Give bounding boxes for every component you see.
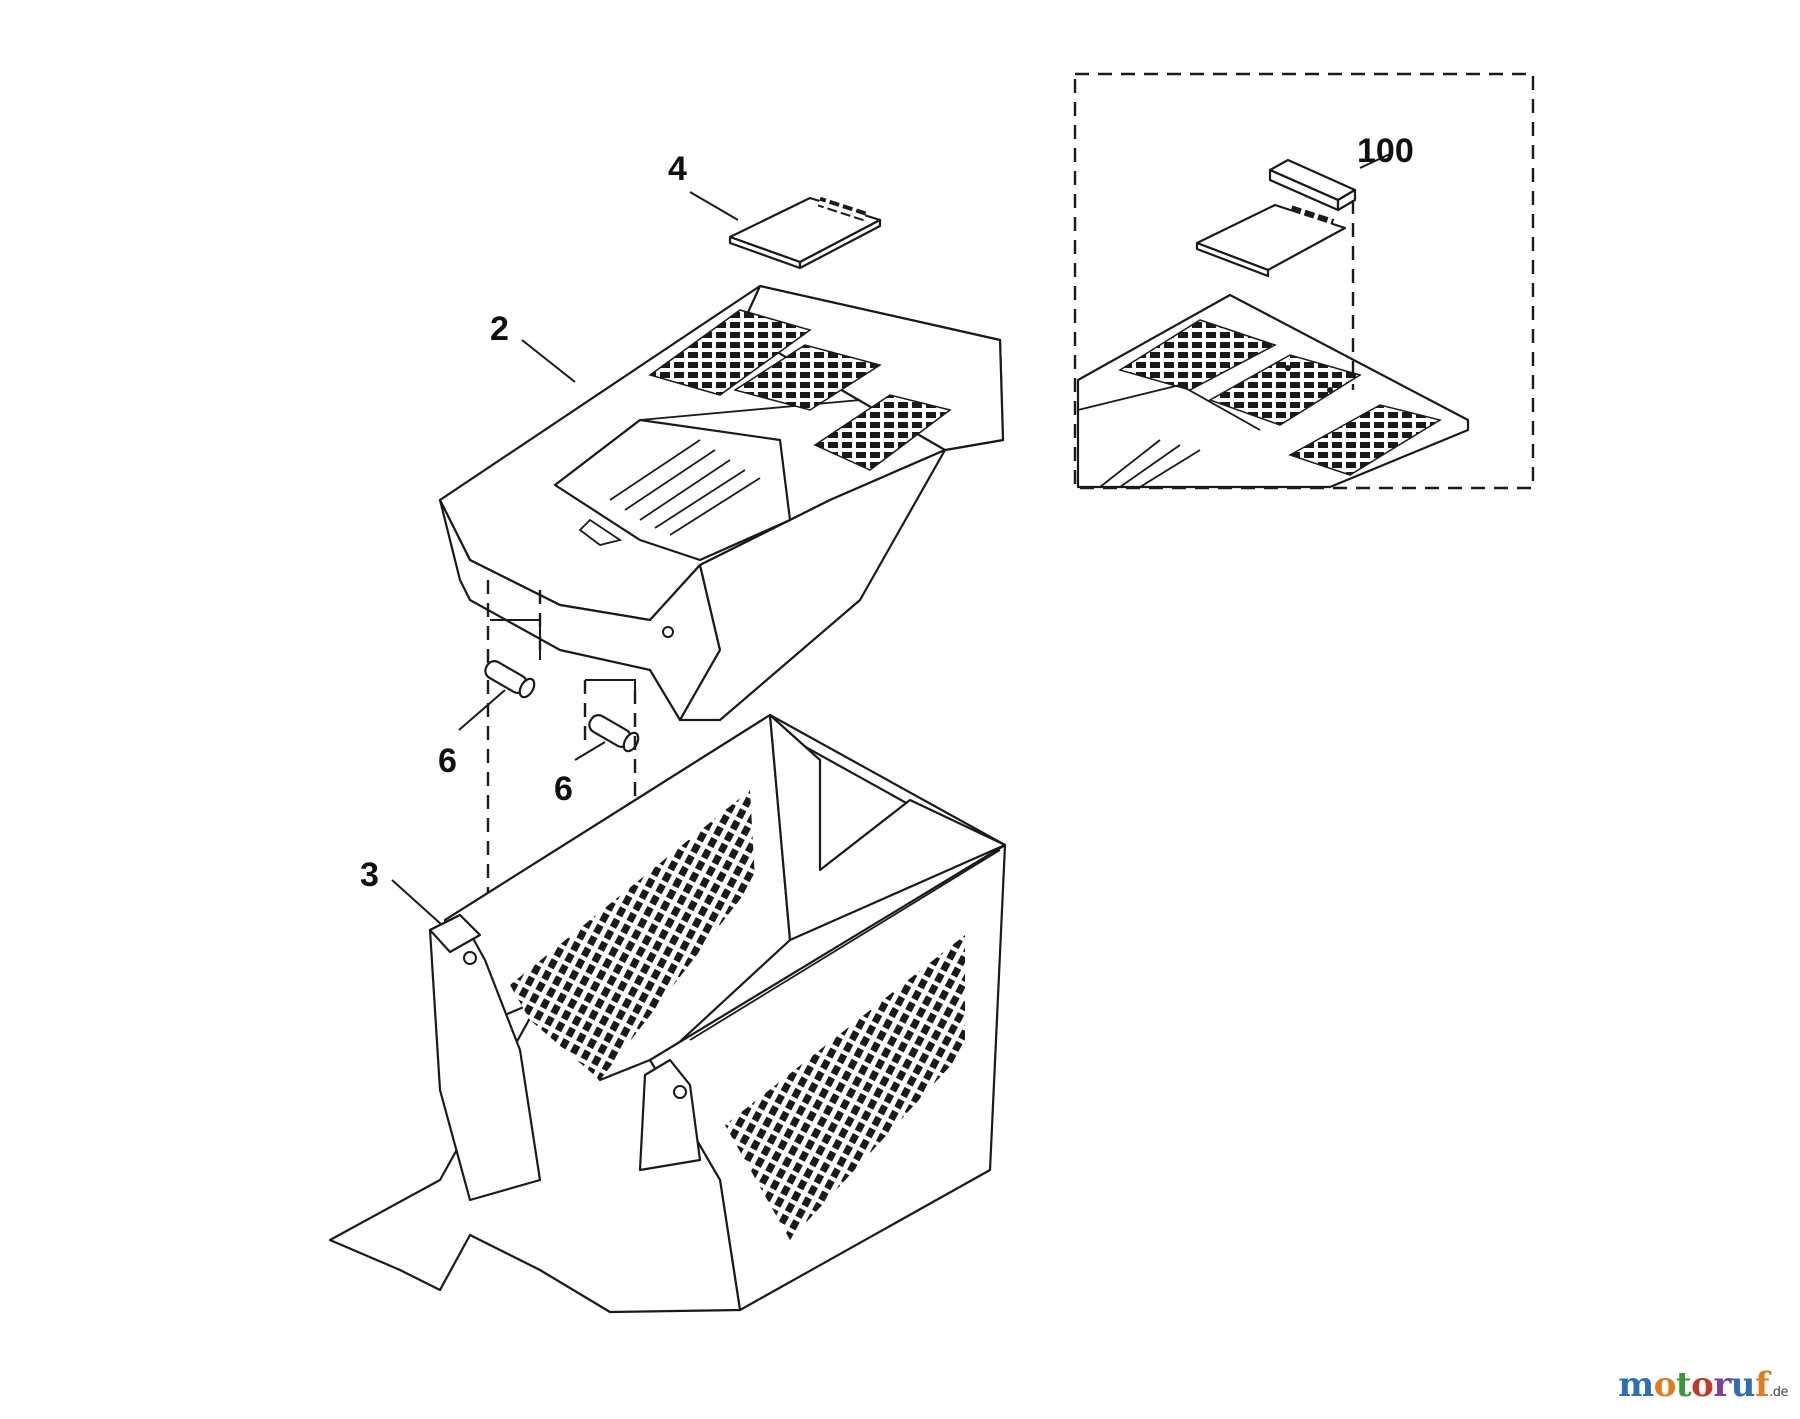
callout-pin-left: 6 xyxy=(438,742,457,780)
watermark-letter: f xyxy=(1754,1365,1770,1405)
lid-insert-part xyxy=(728,196,882,270)
callout-detail-cap: 100 xyxy=(1357,132,1414,170)
callout-pin-right: 6 xyxy=(554,770,573,808)
assembly-guide-lines xyxy=(486,580,637,975)
top-cover-vent-center xyxy=(733,344,882,411)
detail-cover-fragment xyxy=(1076,293,1470,489)
watermark-logo: motoruf.de xyxy=(1618,1365,1788,1405)
top-cover-vent-right xyxy=(813,394,952,471)
callout-top-cover: 2 xyxy=(490,310,509,348)
top-cover-vent-rear xyxy=(648,309,812,396)
hinge-pin-left xyxy=(484,660,536,699)
detail-cap-part xyxy=(1268,158,1357,212)
watermark-letters: motoruf xyxy=(1618,1365,1769,1405)
detail-insert-part xyxy=(1195,203,1347,278)
watermark-letter: r xyxy=(1713,1365,1731,1405)
callout-lid-insert: 4 xyxy=(668,150,687,188)
detail-inset xyxy=(1073,72,1535,490)
callout-basket: 3 xyxy=(360,856,379,894)
top-cover-part xyxy=(438,284,1005,722)
watermark-letter: u xyxy=(1730,1365,1756,1405)
basket-vent-front xyxy=(725,935,965,1240)
basket-vent-left xyxy=(510,790,755,1080)
watermark-tld: .de xyxy=(1769,1385,1788,1400)
watermark-letter: t xyxy=(1675,1365,1692,1405)
watermark-letter: m xyxy=(1618,1365,1654,1405)
leader-lines xyxy=(391,153,1391,926)
watermark-letter: o xyxy=(1691,1365,1714,1405)
grass-basket-part xyxy=(328,713,1007,1314)
watermark-letter: o xyxy=(1653,1365,1677,1405)
